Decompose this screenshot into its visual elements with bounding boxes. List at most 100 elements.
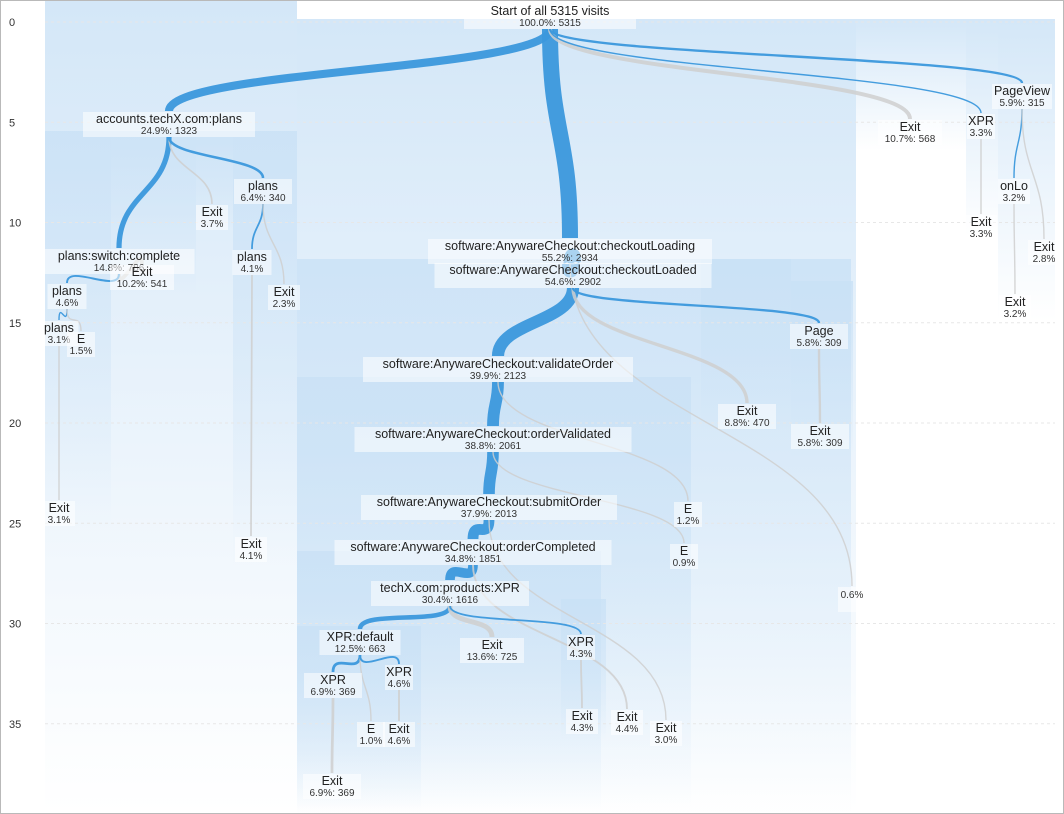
exit-link-plans41-exit41[interactable] [250, 274, 253, 537]
flow-link-start-xpr33[interactable] [549, 28, 982, 114]
flow-link-valid-validated[interactable] [487, 381, 504, 427]
flow-link-start-cLoad[interactable] [542, 28, 578, 239]
node-e09[interactable]: E0.9% [670, 544, 698, 569]
node-label: E [684, 502, 692, 516]
node-completed[interactable]: software:AnywareCheckout:orderCompleted3… [334, 540, 612, 565]
flow-link-plans-plans2[interactable] [167, 136, 265, 179]
exit-link-plansA-eA[interactable] [66, 308, 82, 332]
y-tick-label: 5 [9, 117, 15, 129]
node-value: 5.9%: 315 [999, 98, 1044, 109]
node-value: 34.8%: 1851 [445, 554, 502, 565]
node-value: 4.6% [388, 679, 411, 690]
node-cLoad[interactable]: software:AnywareCheckout:checkoutLoading… [428, 239, 712, 264]
exit-link-start-exit107[interactable] [548, 28, 912, 120]
exit-link-cLoaded-exit88[interactable] [571, 287, 749, 404]
node-value: 0.9% [673, 558, 696, 569]
node-value: 30.4%: 1616 [422, 595, 479, 606]
node-cLoaded[interactable]: software:AnywareCheckout:checkoutLoaded5… [434, 263, 712, 288]
node-eA[interactable]: E1.5% [67, 332, 95, 357]
exit-link-plans2-exit23[interactable] [262, 203, 285, 285]
exit-link-prodXPR-exit136[interactable] [447, 605, 495, 638]
node-backdrop [67, 332, 95, 357]
flow-link-prodXPR-xprC[interactable] [449, 605, 582, 635]
flow-link-plans-switch[interactable] [116, 136, 172, 249]
exit-link-page-exit58[interactable] [817, 348, 822, 424]
exit-link-xprDef-eB[interactable] [359, 654, 372, 722]
node-backdrop [670, 544, 698, 569]
exit-link-pageview-exit28[interactable] [1021, 108, 1045, 240]
flow-link-validated-submit[interactable] [483, 451, 499, 495]
node-label: plans:switch:complete [58, 249, 180, 263]
node-value: 55.2%: 2934 [542, 253, 599, 264]
node-value: 39.9%: 2123 [470, 371, 527, 382]
exit-link-cLoad-small06[interactable] [569, 263, 853, 587]
node-e12[interactable]: E1.2% [674, 502, 702, 527]
node-small06[interactable]: 0.6% [838, 587, 866, 612]
flow-link-cLoaded-page[interactable] [571, 287, 821, 324]
node-eB[interactable]: E1.0% [357, 722, 385, 747]
flow-link-start-pageview[interactable] [548, 27, 1024, 85]
column-shade [998, 19, 1055, 321]
node-validated[interactable]: software:AnywareCheckout:orderValidated3… [354, 427, 632, 452]
flow-link-cLoaded-valid[interactable] [491, 286, 580, 358]
node-backdrop [83, 112, 255, 137]
node-value: 10.7%: 568 [885, 134, 936, 145]
node-backdrop [992, 84, 1052, 109]
node-backdrop [363, 357, 633, 382]
exit-link-xprA-exitC[interactable] [330, 697, 335, 774]
y-tick-label: 0 [9, 17, 15, 29]
flow-link-start-plans[interactable] [164, 27, 555, 113]
node-backdrop [268, 285, 300, 310]
node-label: Exit [322, 774, 343, 788]
node-backdrop [566, 709, 598, 734]
exit-link-xprC-exitD[interactable] [580, 659, 583, 709]
flow-link-prodXPR-xprDef[interactable] [357, 605, 453, 630]
node-label: software:AnywareCheckout:checkoutLoading [445, 239, 695, 253]
flow-link-xprDef-xprB[interactable] [359, 654, 400, 665]
node-label: E [77, 332, 85, 346]
flow-link-xprDef-xprA[interactable] [331, 654, 362, 673]
node-valid[interactable]: software:AnywareCheckout:validateOrder39… [363, 357, 633, 382]
node-value: 6.9%: 369 [310, 687, 355, 698]
exit-link-plans-exit37[interactable] [168, 136, 213, 205]
node-backdrop [878, 120, 942, 145]
node-label: software:AnywareCheckout:checkoutLoaded [449, 263, 696, 277]
exit-link-onlo-exit32[interactable] [1013, 203, 1016, 295]
y-tick-label: 15 [9, 318, 21, 330]
node-submit[interactable]: software:AnywareCheckout:submitOrder37.9… [361, 495, 617, 520]
node-label: XPR [968, 114, 994, 128]
